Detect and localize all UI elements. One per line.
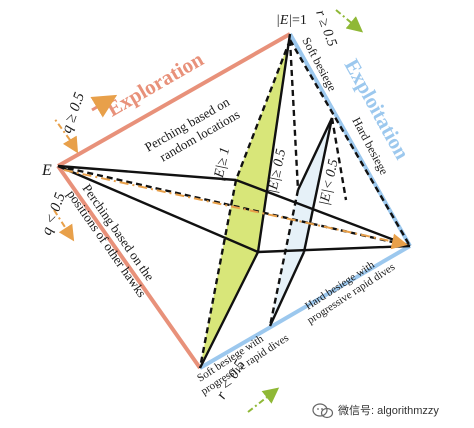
r-top-arrow [335,9,364,33]
exploration-arrow [90,94,118,118]
direction-arrow-horizontal [63,169,408,250]
q-ge-label: q ≥ 0.5 [59,90,89,135]
E-label: E [41,162,52,179]
watermark-text: 微信号: algorithmzzy [338,403,439,417]
q-lt-label: q < 0.5 [39,190,69,237]
E-top-val: =1 [292,13,307,28]
q-top-arrow-head [62,135,79,154]
inner-solid-lines [57,33,411,369]
exploitation-edge-bottom [198,244,412,370]
plane-e-ge-1-fill [200,40,290,368]
E-top-label: |E| [276,13,292,28]
r-bottom-arrow [247,387,280,413]
plane-e-ge-1-label: |E|≥ 1 [211,146,233,183]
exploitation-edge-top [288,33,412,247]
exploration-edge-top [57,32,291,168]
perch-hawks-label: Perching based on the positions of other… [64,181,157,300]
watermark: 微信号: algorithmzzy [312,403,439,419]
exploration-edge-bottom [56,164,202,370]
wechat-icon [312,403,334,419]
q-bottom-arrow [53,209,75,242]
